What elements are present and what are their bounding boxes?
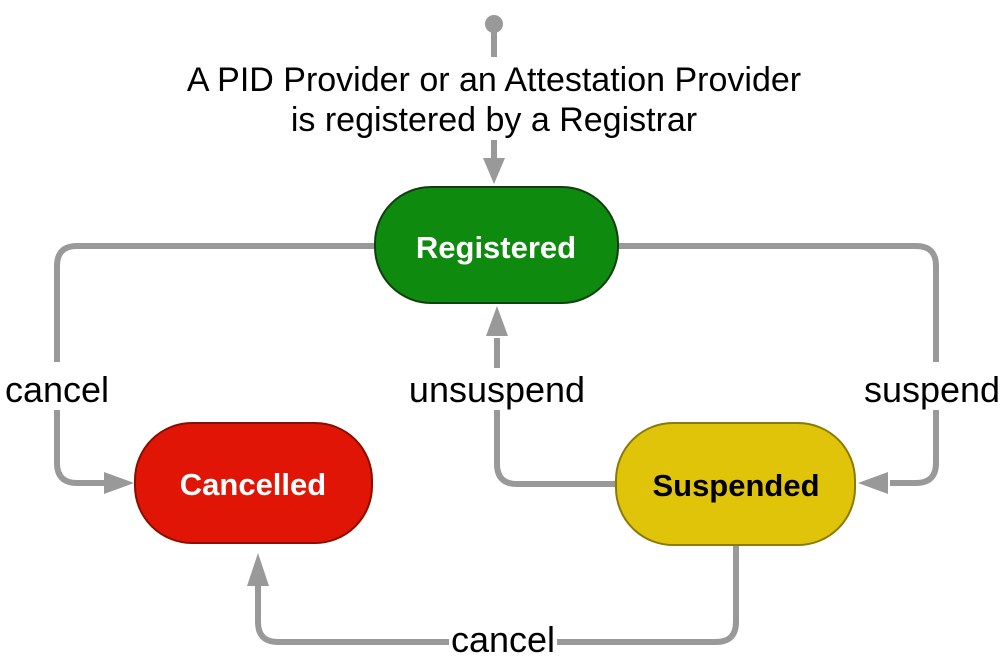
state-cancelled-shape	[134, 422, 373, 544]
edge-label-cancel-left: cancel	[5, 369, 109, 410]
state-suspended-shape	[615, 422, 856, 546]
arrowhead-up-into-cancelled	[247, 553, 269, 586]
edge-registered-to-suspended-line	[618, 243, 939, 486]
edge-suspended-to-registered: unsuspend	[409, 306, 616, 487]
state-registered-label: Registered	[416, 230, 576, 265]
edge-suspended-to-cancelled: cancel	[247, 545, 739, 656]
state-cancelled-label: Cancelled	[180, 467, 326, 502]
arrowhead-right-into-cancelled	[104, 472, 134, 494]
edge-start-to-registered	[483, 140, 505, 184]
edge-suspended-to-registered-line	[494, 338, 616, 487]
arrowhead-up-into-registered	[486, 306, 508, 336]
start-dot	[485, 15, 503, 33]
intro-note-line2: is registered by a Registrar	[291, 101, 697, 139]
state-node-cancelled: Cancelled	[134, 422, 373, 544]
edge-registered-to-suspended: suspend	[618, 243, 1000, 494]
edge-label-cancel-bottom: cancel	[451, 619, 555, 656]
edge-registered-to-cancelled: cancel	[5, 243, 375, 494]
edge-registered-to-cancelled-line	[54, 243, 375, 486]
arrowhead-down-into-registered	[483, 158, 505, 184]
state-suspended-label: Suspended	[652, 468, 819, 503]
state-node-suspended: Suspended	[615, 422, 856, 546]
arrowhead-left-into-suspended	[858, 472, 888, 494]
state-node-registered: Registered	[374, 186, 619, 304]
state-registered-shape	[374, 186, 619, 304]
edge-label-suspend: suspend	[864, 369, 1000, 410]
edge-label-unsuspend: unsuspend	[409, 369, 585, 410]
start-marker	[485, 15, 503, 57]
edge-suspended-to-cancelled-line	[255, 545, 739, 645]
intro-note-line1: A PID Provider or an Attestation Provide…	[187, 61, 801, 99]
